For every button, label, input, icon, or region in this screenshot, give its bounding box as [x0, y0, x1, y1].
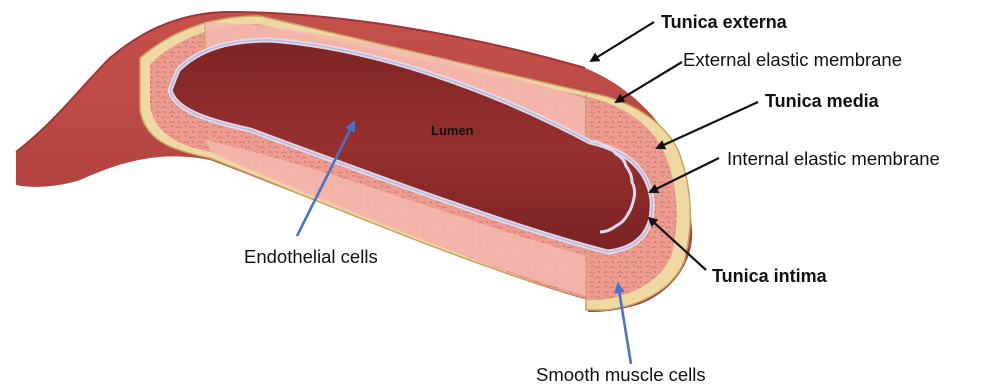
tunica-externa-label: Tunica externa	[661, 12, 788, 32]
arrow-tunica-media	[657, 102, 758, 148]
smooth-muscle-cells-label: Smooth muscle cells	[536, 364, 706, 385]
lumen-label: Lumen	[431, 123, 474, 138]
tunica-media-label: Tunica media	[765, 91, 880, 111]
internal-elastic-membrane-label: Internal elastic membrane	[727, 148, 940, 169]
tunica-intima-label: Tunica intima	[712, 266, 828, 286]
arrow-external-elastic-membrane	[616, 62, 682, 102]
endothelial-cells-label: Endothelial cells	[244, 246, 378, 267]
external-elastic-membrane-label: External elastic membrane	[683, 49, 902, 70]
arrow-tunica-externa	[591, 22, 654, 61]
